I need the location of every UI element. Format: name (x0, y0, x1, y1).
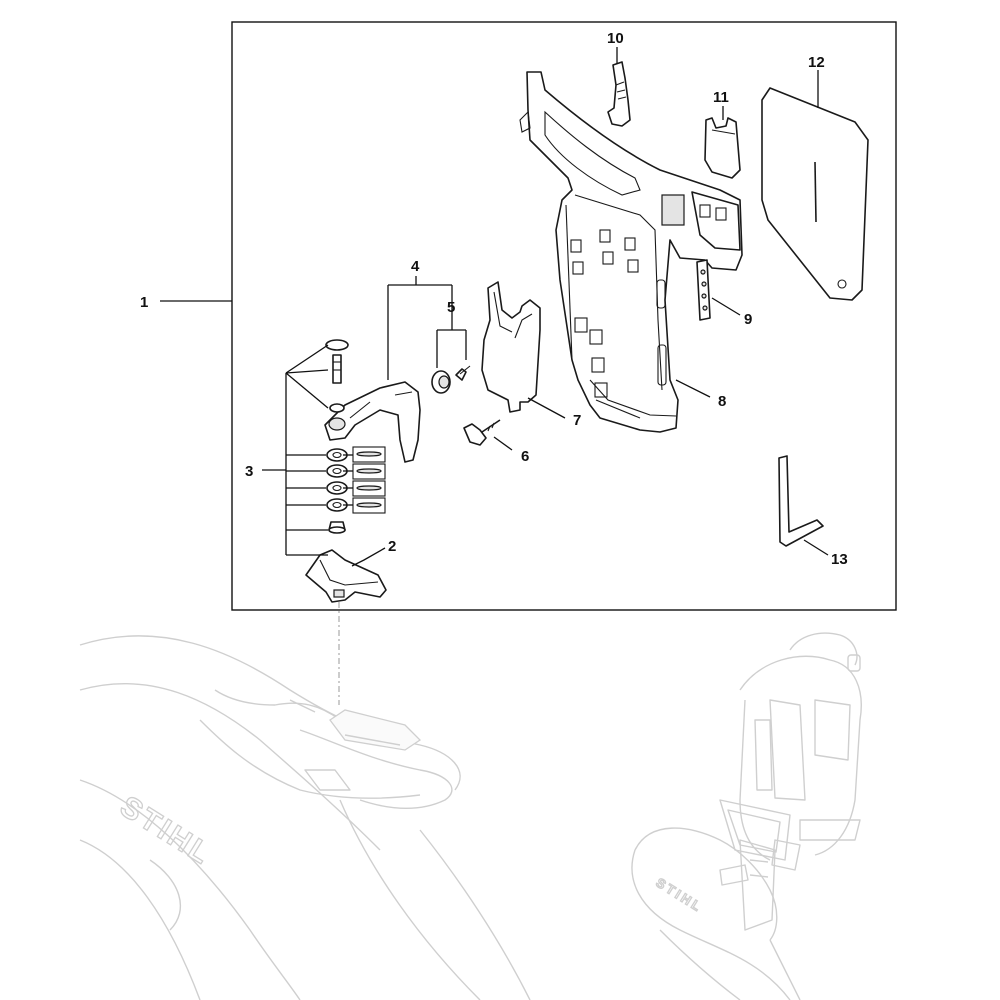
part-clip (607, 61, 631, 127)
callout-12: 12 (808, 54, 825, 71)
leader-lines (160, 47, 829, 567)
callout-4: 4 (411, 258, 420, 275)
callout-9: 9 (744, 311, 752, 328)
part-knob-screw (463, 419, 501, 446)
callout-5: 5 (447, 299, 455, 316)
callout-labels: 1 2 3 4 5 6 7 8 9 10 11 12 13 (140, 30, 848, 568)
assembly-frame (231, 21, 897, 611)
part-bracket-clip (704, 117, 741, 179)
callout-6: 6 (521, 448, 529, 465)
callout-8: 8 (718, 393, 726, 410)
part-hip-plate (481, 281, 541, 413)
part-clamp (305, 549, 387, 603)
part-hex-key (778, 455, 824, 547)
ghost-brand-text: STIHL (114, 790, 218, 872)
callout-3: 3 (245, 463, 253, 480)
callout-7: 7 (573, 412, 581, 429)
ghost-backpack-right: STIHL (631, 632, 862, 1000)
part-back-plate (519, 71, 743, 433)
part-washer-screw (431, 365, 471, 394)
ghost-brand-text-small: STIHL (653, 875, 706, 916)
callout-2: 2 (388, 538, 396, 555)
callout-11: 11 (713, 89, 729, 106)
part-panel (761, 87, 869, 301)
part-bolt-stack (325, 339, 386, 534)
callout-1: 1 (140, 294, 148, 311)
callout-10: 10 (607, 30, 624, 47)
part-lever-arm (324, 381, 421, 463)
ghost-blower-tube-left: STIHL (79, 635, 531, 1000)
part-slotted-strip (696, 259, 711, 321)
callout-13: 13 (831, 551, 848, 568)
